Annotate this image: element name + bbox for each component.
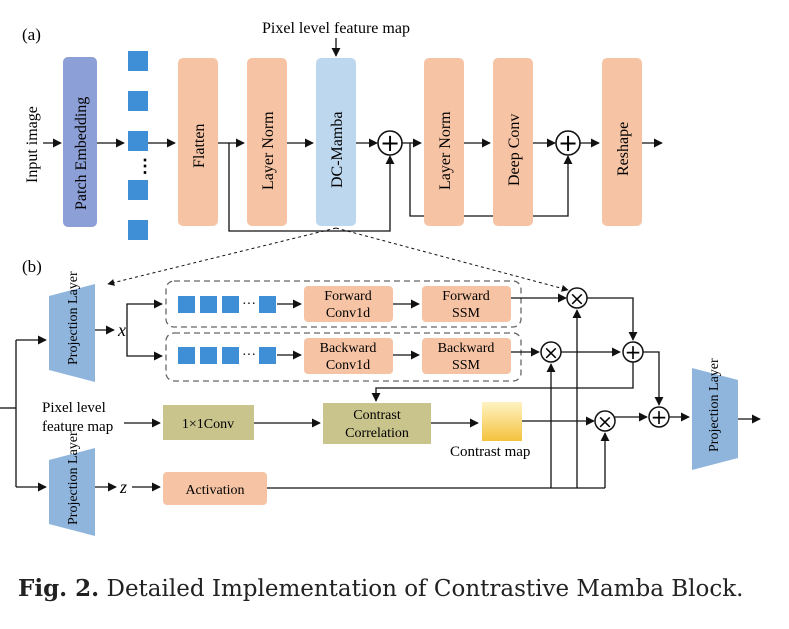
multiply-node-backward-symbol: × <box>543 342 559 364</box>
plus-node-1-symbol: + <box>380 129 400 157</box>
dc-mamba-block <box>316 58 356 226</box>
forward-token-dots: ··· <box>242 297 256 312</box>
token-ellipsis: ⋮ <box>136 156 154 176</box>
patch-embedding-label: Patch Embedding <box>73 97 90 210</box>
residual-skip-2 <box>409 143 573 217</box>
forward-conv1d-label-2: Conv1d <box>326 306 370 321</box>
flatten-block <box>178 58 218 226</box>
forward-token-1 <box>178 296 195 313</box>
forward-conv1d-block <box>304 286 393 322</box>
figure-number: Fig. 2. <box>18 575 100 602</box>
backward-token-1 <box>178 347 195 364</box>
plus-b1-feedback <box>371 362 634 402</box>
backward-conv1d-block <box>304 338 393 374</box>
x-branch-backward <box>126 330 163 361</box>
x-branch-forward <box>126 299 163 330</box>
backward-conv1d-label-2: Conv1d <box>326 358 370 373</box>
projection-layer-bottom <box>49 448 95 536</box>
projection-layer-top <box>49 284 95 382</box>
forward-ssm-label-2: SSM <box>452 306 481 321</box>
forward-ssm-label-1: Forward <box>442 289 489 304</box>
patch-embedding-block <box>63 57 97 227</box>
projection-layer-output <box>692 368 738 470</box>
backward-token-dots: ··· <box>242 348 256 363</box>
layer-norm-1-label: Layer Norm <box>260 111 277 190</box>
zoom-line-right <box>335 227 569 292</box>
forward-mul-to-plus <box>587 297 638 341</box>
token-5 <box>128 220 148 240</box>
projection-layer-output-label: Projection Layer <box>707 358 722 452</box>
activation-block <box>163 472 267 505</box>
layer-norm-2-block <box>424 58 464 226</box>
token-4 <box>128 180 148 200</box>
x-variable: x <box>117 320 126 340</box>
contrast-map-block <box>482 402 522 441</box>
reshape-label: Reshape <box>615 122 632 176</box>
backward-ssm-label-1: Backward <box>438 341 495 356</box>
multiply-node-forward-symbol: × <box>569 288 585 310</box>
backward-group <box>165 332 522 382</box>
plus-node-2-symbol: + <box>558 129 578 157</box>
pixel-map-label-b-2: feature map <box>42 419 113 435</box>
multiply-node-contrast-symbol: × <box>597 411 613 433</box>
plus-node-b2-symbol: + <box>651 405 668 429</box>
projection-layer-bottom-label: Projection Layer <box>66 431 81 525</box>
conv1x1-label: 1×1Conv <box>182 417 234 432</box>
forward-ssm-block <box>422 286 511 322</box>
conv1x1-block <box>163 405 254 440</box>
multiply-node-contrast <box>594 410 616 432</box>
panel-a-label: (a) <box>22 25 41 44</box>
backward-token-2 <box>200 347 217 364</box>
projection-layer-top-label: Projection Layer <box>66 271 81 365</box>
backward-token-4 <box>259 347 276 364</box>
contrast-correlation-label-1: Contrast <box>353 408 401 423</box>
contrast-correlation-block <box>323 403 431 444</box>
dc-mamba-label: DC-Mamba <box>329 112 346 188</box>
layer-norm-1-block <box>247 58 287 226</box>
backward-ssm-block <box>422 338 511 374</box>
deep-conv-label: Deep Conv <box>506 114 523 186</box>
plus-node-b1-symbol: + <box>625 340 642 364</box>
forward-conv1d-label-1: Forward <box>324 289 371 304</box>
token-2 <box>128 91 148 111</box>
deep-conv-block <box>493 58 533 226</box>
backward-token-3 <box>222 347 239 364</box>
forward-token-2 <box>200 296 217 313</box>
pixel-map-label-b-1: Pixel level <box>42 400 106 416</box>
plus-b1-to-plus-b2 <box>643 351 664 406</box>
panel-b-label: (b) <box>22 257 42 276</box>
token-3 <box>128 131 148 151</box>
forward-token-3 <box>222 296 239 313</box>
figure-caption-text: Detailed Implementation of Contrastive M… <box>106 576 744 602</box>
activation-label: Activation <box>185 483 244 498</box>
contrast-map-label: Contrast map <box>450 444 530 460</box>
reshape-block <box>602 58 642 226</box>
pixel-map-label-top: Pixel level feature map <box>262 20 410 37</box>
forward-token-4 <box>259 296 276 313</box>
layer-norm-2-label: Layer Norm <box>437 111 454 190</box>
figure-caption: Fig. 2. Detailed Implementation of Contr… <box>18 575 743 602</box>
input-image-label: Input image <box>24 106 41 183</box>
flatten-label: Flatten <box>191 124 208 168</box>
residual-skip-1 <box>228 143 395 232</box>
backward-ssm-label-2: SSM <box>452 358 481 373</box>
backward-conv1d-label-1: Backward <box>320 341 377 356</box>
token-1 <box>128 51 148 71</box>
z-variable: z <box>119 477 127 497</box>
contrast-correlation-label-2: Correlation <box>345 426 409 441</box>
forward-group <box>165 280 522 328</box>
